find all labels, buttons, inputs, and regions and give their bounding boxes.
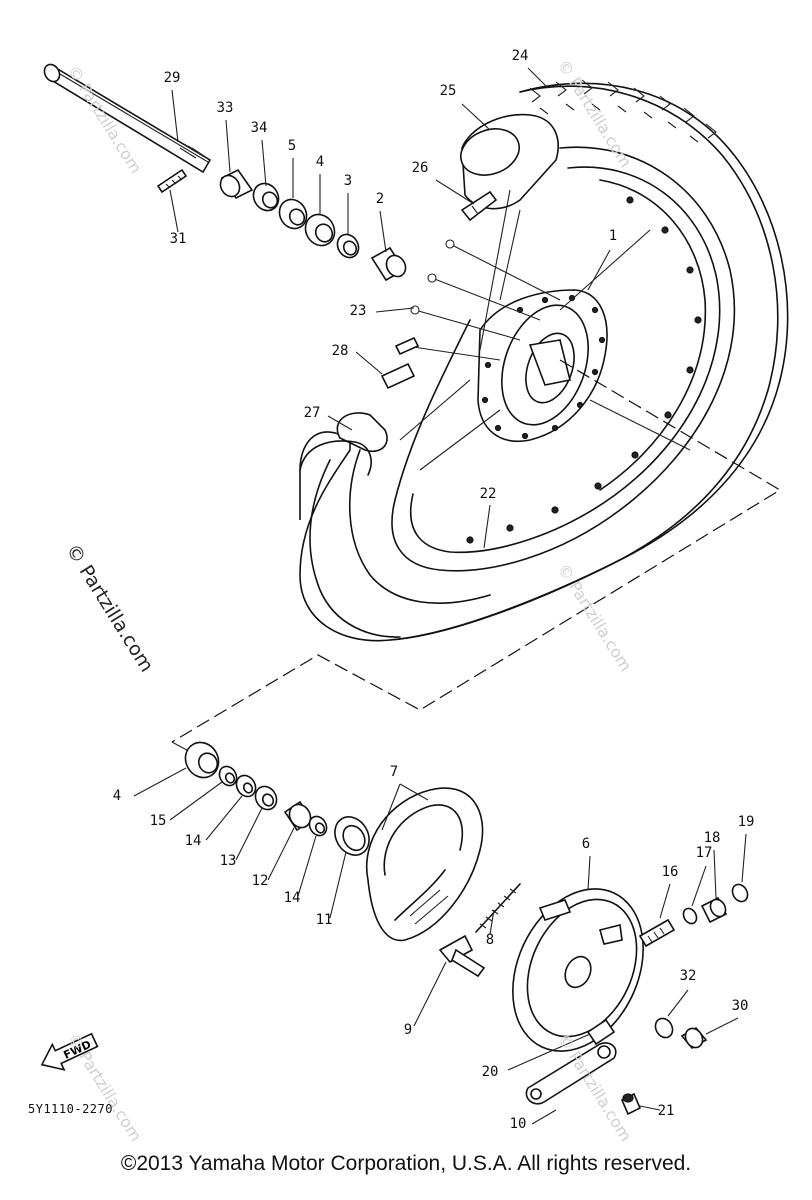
washer-part-14-a [235, 774, 257, 798]
callout-1: 1 [609, 228, 617, 244]
bearing-part-5 [278, 198, 308, 230]
leader-lines [133, 67, 747, 1125]
valve-part-26 [460, 190, 498, 222]
nut-part-30 [680, 1026, 708, 1050]
nut-part-19 [731, 883, 749, 903]
callout-7: 7 [390, 764, 398, 780]
callout-4: 4 [113, 788, 121, 804]
callout-29: 29 [164, 70, 181, 86]
callout-10: 10 [510, 1116, 527, 1132]
gear-part-12 [283, 800, 314, 832]
oil-seal-part-11 [334, 816, 370, 856]
callout-25: 25 [440, 83, 457, 99]
hub-part-1 [477, 289, 608, 442]
brake-shoe-plate-part-6 [512, 888, 644, 1052]
callout-9: 9 [404, 1022, 412, 1038]
part-callouts: 2933345432312425261232827227415141312141… [113, 48, 755, 1132]
callout-4: 4 [316, 154, 324, 170]
callout-15: 15 [150, 813, 167, 829]
callout-32: 32 [680, 968, 697, 984]
callout-28: 28 [332, 343, 349, 359]
callout-3: 3 [344, 173, 352, 189]
spokes-part-23 [399, 189, 691, 471]
bearing-part-4-bottom [184, 741, 220, 779]
brake-cam-part-9 [438, 934, 486, 978]
callout-8: 8 [486, 932, 494, 948]
camshaft-lever-part-20 [586, 1018, 616, 1046]
washer-part-14-b [308, 815, 328, 837]
document-id: 5Y1110-2270 [28, 1102, 113, 1116]
washer-part-17 [682, 907, 698, 925]
callout-23: 23 [350, 303, 367, 319]
callout-24: 24 [512, 48, 529, 64]
collar-part-33 [219, 168, 254, 200]
spacer-part-2 [370, 246, 407, 282]
callout-26: 26 [412, 160, 429, 176]
callout-16: 16 [662, 864, 679, 880]
torque-arm-part-10 [525, 1042, 617, 1105]
callout-6: 6 [582, 836, 590, 852]
callout-34: 34 [251, 120, 268, 136]
callout-11: 11 [316, 912, 333, 928]
callout-19: 19 [738, 814, 755, 830]
adjuster-part-16 [638, 918, 676, 948]
oil-seal-part-34 [252, 182, 280, 212]
circlip-part-3 [336, 233, 360, 259]
callout-13: 13 [220, 853, 237, 869]
spring-part-8 [475, 883, 521, 933]
callout-22: 22 [480, 486, 497, 502]
sleeve-part-18 [700, 896, 728, 924]
explode-boundary [171, 359, 782, 743]
rim-part-22 [391, 146, 736, 572]
circlip-part-15 [218, 765, 238, 787]
callout-2: 2 [376, 191, 384, 207]
bearing-part-4-top [304, 213, 336, 247]
speedometer-clamp-part-27 [299, 412, 388, 476]
callout-17: 17 [696, 845, 713, 861]
bolt-part-21 [620, 1092, 642, 1116]
brake-shoes-part-7 [365, 787, 484, 942]
callout-14: 14 [284, 890, 301, 906]
callout-5: 5 [288, 138, 296, 154]
callout-20: 20 [482, 1064, 499, 1080]
callout-18: 18 [704, 830, 721, 846]
callout-31: 31 [170, 231, 187, 247]
callout-33: 33 [217, 100, 234, 116]
washer-part-32 [654, 1017, 674, 1039]
callout-30: 30 [732, 998, 749, 1014]
front-axle [43, 63, 212, 174]
callout-12: 12 [252, 873, 269, 889]
spoke-nipple-part-28 [380, 336, 420, 390]
axle-nut-part-31 [156, 168, 188, 194]
callout-14: 14 [185, 833, 202, 849]
retainer-part-13 [254, 785, 278, 811]
rim-band-part-25 [460, 113, 559, 210]
copyright-footer: ©2013 Yamaha Motor Corporation, U.S.A. A… [120, 1152, 692, 1175]
callout-27: 27 [304, 405, 321, 421]
callout-21: 21 [658, 1103, 675, 1119]
